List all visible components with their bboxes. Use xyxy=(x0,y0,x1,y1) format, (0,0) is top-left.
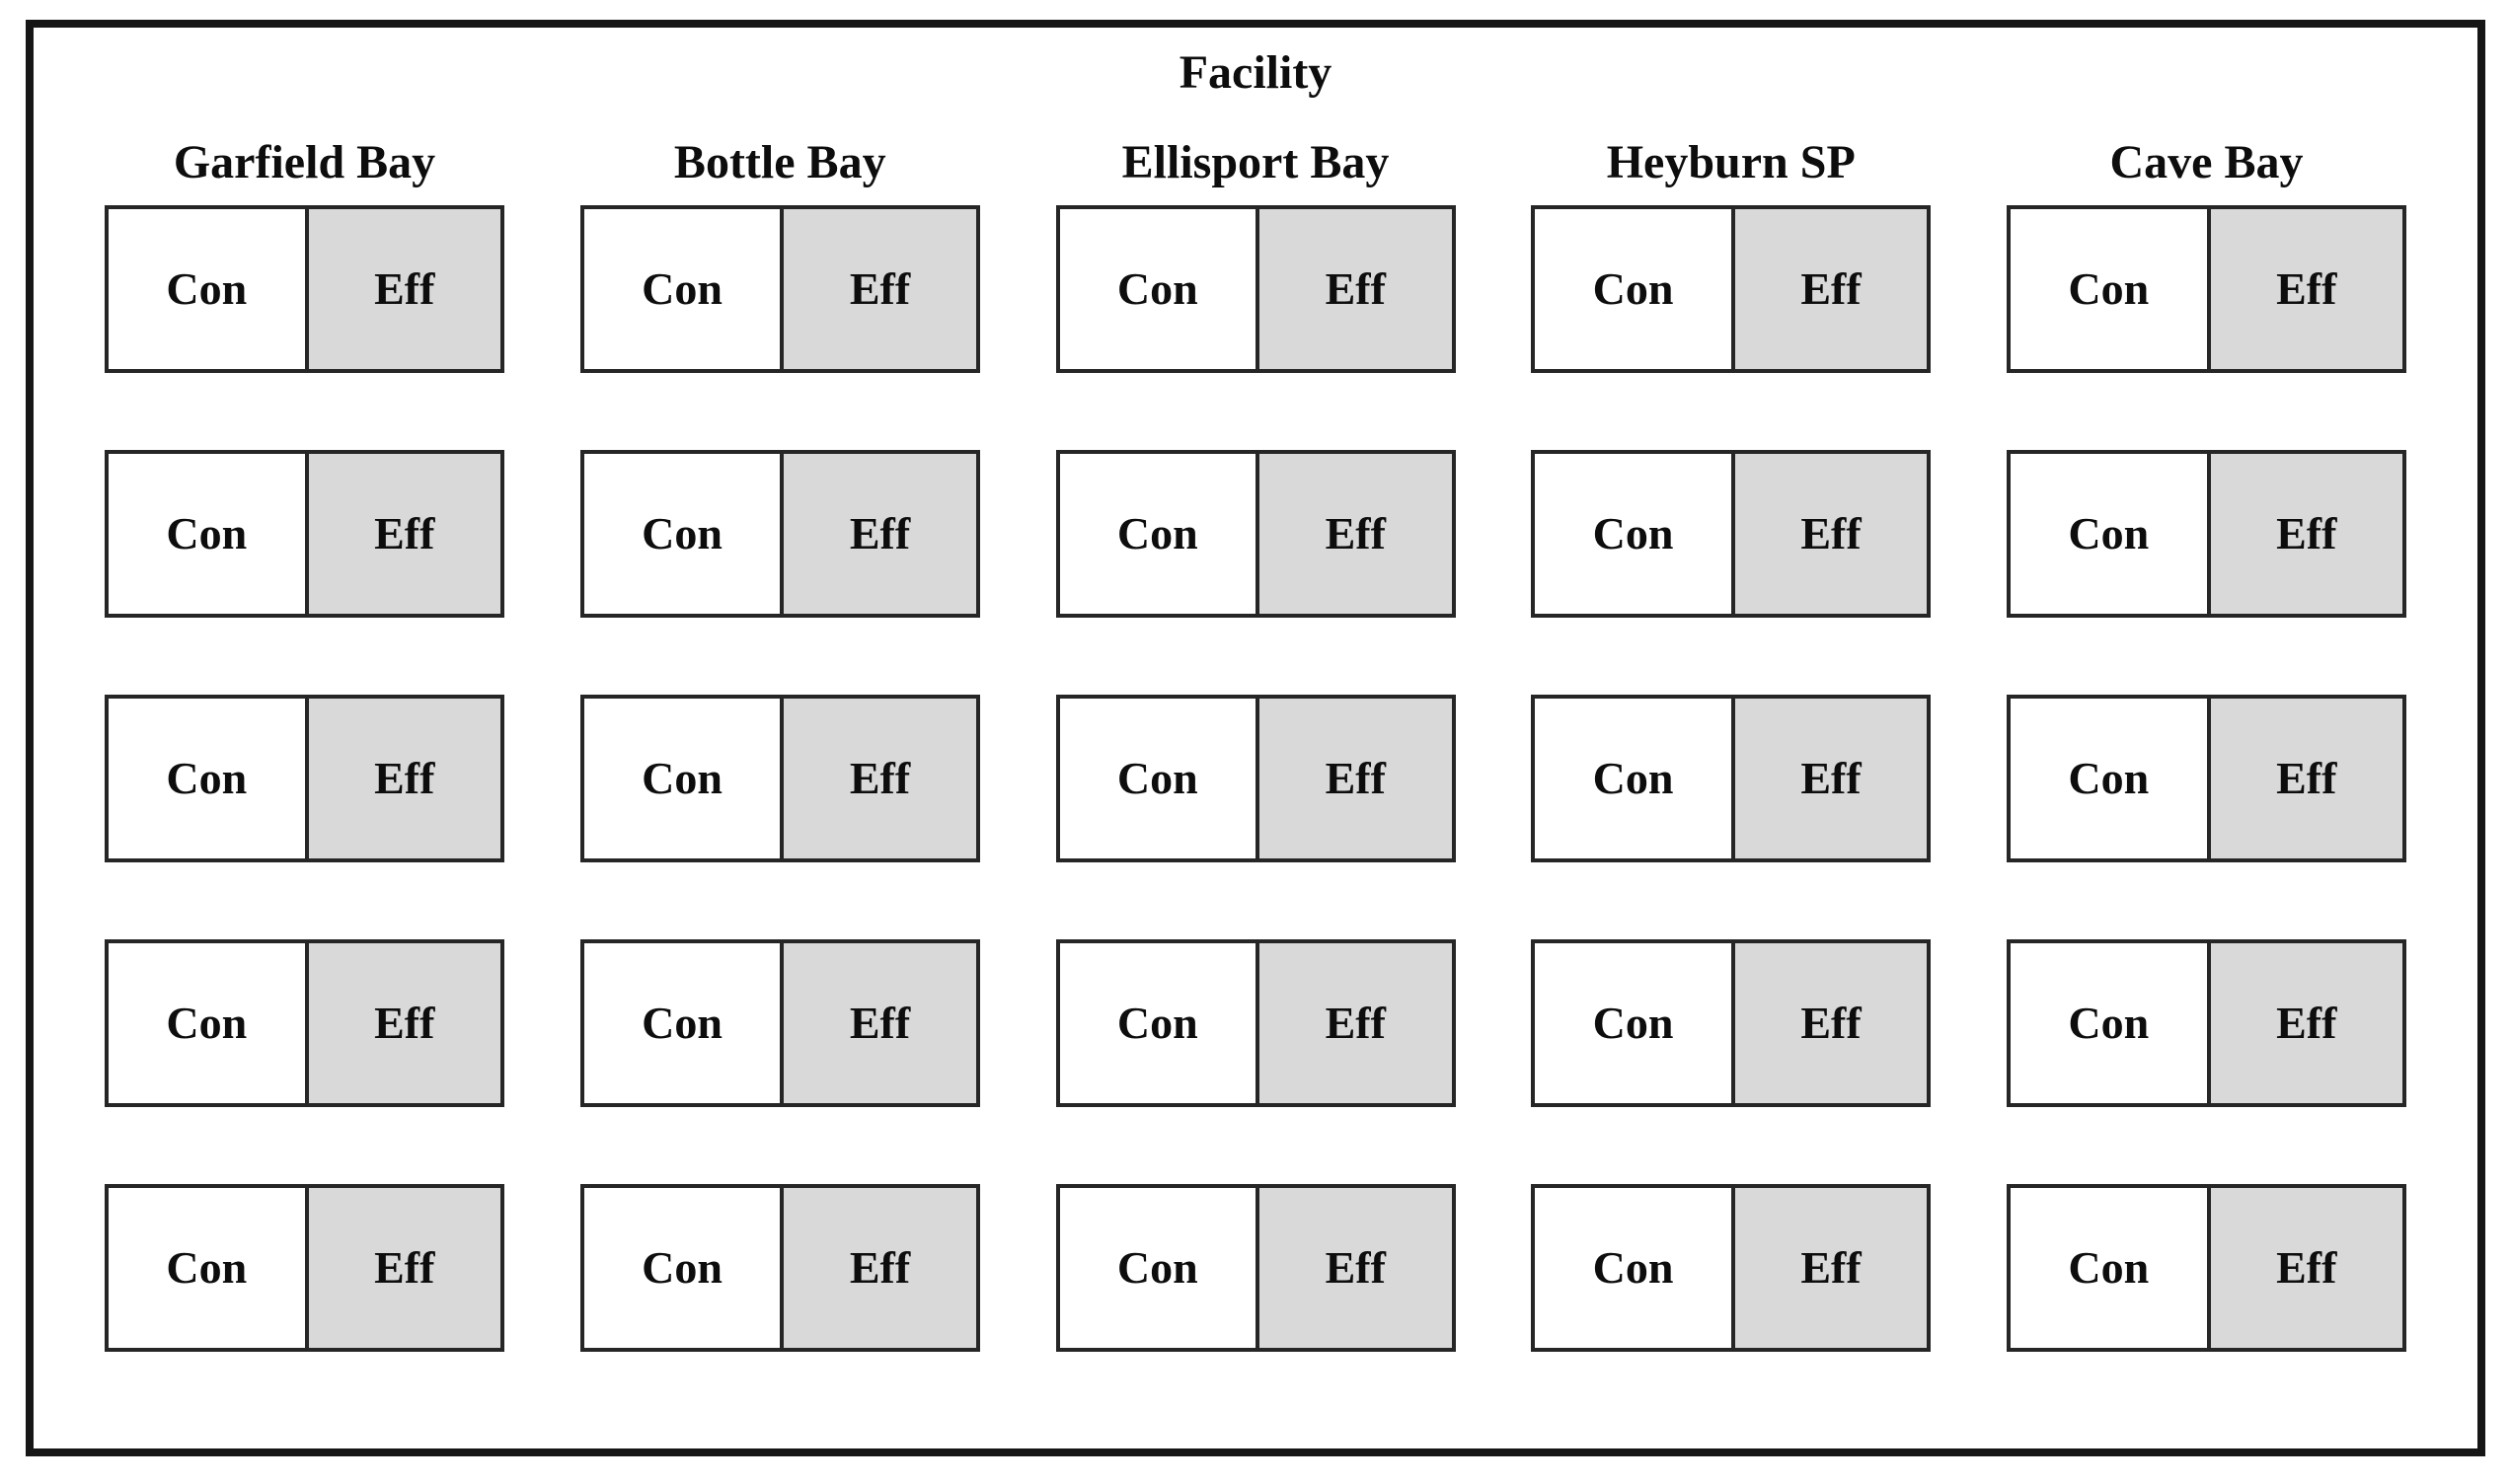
sample-unit: Con Eff xyxy=(579,204,980,373)
sample-unit: Con Eff xyxy=(2007,694,2406,862)
sample-unit: Con Eff xyxy=(2007,1183,2406,1352)
sample-unit: Con Eff xyxy=(579,694,980,862)
effluent-cell: Eff xyxy=(304,453,500,614)
control-cell: Con xyxy=(2011,453,2207,614)
site-header: Garfield Bay xyxy=(173,136,436,189)
sample-unit: Con Eff xyxy=(1531,449,1932,618)
sample-unit: Con Eff xyxy=(2007,938,2406,1107)
effluent-cell: Eff xyxy=(1730,1187,1928,1348)
control-cell: Con xyxy=(1535,208,1731,369)
effluent-cell: Eff xyxy=(780,1187,976,1348)
control-cell: Con xyxy=(1059,1187,1256,1348)
sample-unit: Con Eff xyxy=(1055,694,1456,862)
unit-stack: Con Eff Con Eff Con Eff Con Eff Con Ef xyxy=(2007,204,2406,1352)
effluent-cell: Eff xyxy=(1256,698,1452,858)
sample-unit: Con Eff xyxy=(1055,449,1456,618)
effluent-cell: Eff xyxy=(304,1187,500,1348)
site-header: Heyburn SP xyxy=(1606,136,1856,189)
site-column-bottle-bay: Bottle Bay Con Eff Con Eff Con Eff Con E… xyxy=(579,136,980,1352)
facility-frame: Facility Garfield Bay Con Eff Con Eff Co… xyxy=(26,20,2485,1456)
sample-unit: Con Eff xyxy=(579,449,980,618)
effluent-cell: Eff xyxy=(1730,208,1928,369)
control-cell: Con xyxy=(1535,942,1731,1103)
effluent-cell: Eff xyxy=(1256,453,1452,614)
sample-unit: Con Eff xyxy=(2007,449,2406,618)
effluent-cell: Eff xyxy=(780,208,976,369)
effluent-cell: Eff xyxy=(304,208,500,369)
site-header: Cave Bay xyxy=(2109,136,2304,189)
site-column-ellisport-bay: Ellisport Bay Con Eff Con Eff Con Eff Co… xyxy=(1055,136,1456,1352)
sample-unit: Con Eff xyxy=(1055,938,1456,1107)
facility-title: Facility xyxy=(1179,46,1332,99)
control-cell: Con xyxy=(583,698,781,858)
sample-unit: Con Eff xyxy=(1531,1183,1932,1352)
control-cell: Con xyxy=(583,942,781,1103)
control-cell: Con xyxy=(1535,453,1731,614)
effluent-cell: Eff xyxy=(2206,1187,2402,1348)
unit-stack: Con Eff Con Eff Con Eff Con Eff Con Ef xyxy=(579,204,980,1352)
control-cell: Con xyxy=(109,208,305,369)
effluent-cell: Eff xyxy=(304,698,500,858)
control-cell: Con xyxy=(2011,942,2207,1103)
control-cell: Con xyxy=(1059,942,1256,1103)
effluent-cell: Eff xyxy=(304,942,500,1103)
unit-stack: Con Eff Con Eff Con Eff Con Eff Con Ef xyxy=(1055,204,1456,1352)
effluent-cell: Eff xyxy=(2206,698,2402,858)
effluent-cell: Eff xyxy=(1256,208,1452,369)
sample-unit: Con Eff xyxy=(1055,204,1456,373)
control-cell: Con xyxy=(583,208,781,369)
control-cell: Con xyxy=(109,942,305,1103)
site-column-garfield-bay: Garfield Bay Con Eff Con Eff Con Eff Con… xyxy=(105,136,504,1352)
effluent-cell: Eff xyxy=(2206,208,2402,369)
sample-unit: Con Eff xyxy=(105,694,504,862)
unit-stack: Con Eff Con Eff Con Eff Con Eff Con Ef xyxy=(105,204,504,1352)
effluent-cell: Eff xyxy=(1256,1187,1452,1348)
site-columns: Garfield Bay Con Eff Con Eff Con Eff Con… xyxy=(34,136,2477,1352)
effluent-cell: Eff xyxy=(780,942,976,1103)
site-column-heyburn-sp: Heyburn SP Con Eff Con Eff Con Eff Con E… xyxy=(1531,136,1932,1352)
control-cell: Con xyxy=(2011,208,2207,369)
sample-unit: Con Eff xyxy=(1055,1183,1456,1352)
control-cell: Con xyxy=(583,453,781,614)
sample-unit: Con Eff xyxy=(1531,938,1932,1107)
effluent-cell: Eff xyxy=(1730,698,1928,858)
control-cell: Con xyxy=(109,1187,305,1348)
sample-unit: Con Eff xyxy=(105,204,504,373)
effluent-cell: Eff xyxy=(1256,942,1452,1103)
control-cell: Con xyxy=(1059,453,1256,614)
effluent-cell: Eff xyxy=(1730,453,1928,614)
control-cell: Con xyxy=(109,698,305,858)
site-header: Bottle Bay xyxy=(673,136,886,189)
control-cell: Con xyxy=(583,1187,781,1348)
control-cell: Con xyxy=(1059,698,1256,858)
control-cell: Con xyxy=(2011,1187,2207,1348)
control-cell: Con xyxy=(1535,1187,1731,1348)
control-cell: Con xyxy=(1059,208,1256,369)
effluent-cell: Eff xyxy=(2206,453,2402,614)
control-cell: Con xyxy=(2011,698,2207,858)
sample-unit: Con Eff xyxy=(1531,694,1932,862)
sample-unit: Con Eff xyxy=(579,1183,980,1352)
site-column-cave-bay: Cave Bay Con Eff Con Eff Con Eff Con Eff xyxy=(2007,136,2406,1352)
sample-unit: Con Eff xyxy=(2007,204,2406,373)
sample-unit: Con Eff xyxy=(105,1183,504,1352)
control-cell: Con xyxy=(1535,698,1731,858)
sample-unit: Con Eff xyxy=(105,938,504,1107)
effluent-cell: Eff xyxy=(2206,942,2402,1103)
unit-stack: Con Eff Con Eff Con Eff Con Eff Con Ef xyxy=(1531,204,1932,1352)
effluent-cell: Eff xyxy=(780,453,976,614)
effluent-cell: Eff xyxy=(780,698,976,858)
sample-unit: Con Eff xyxy=(105,449,504,618)
effluent-cell: Eff xyxy=(1730,942,1928,1103)
sample-unit: Con Eff xyxy=(1531,204,1932,373)
sample-unit: Con Eff xyxy=(579,938,980,1107)
site-header: Ellisport Bay xyxy=(1121,136,1390,189)
control-cell: Con xyxy=(109,453,305,614)
